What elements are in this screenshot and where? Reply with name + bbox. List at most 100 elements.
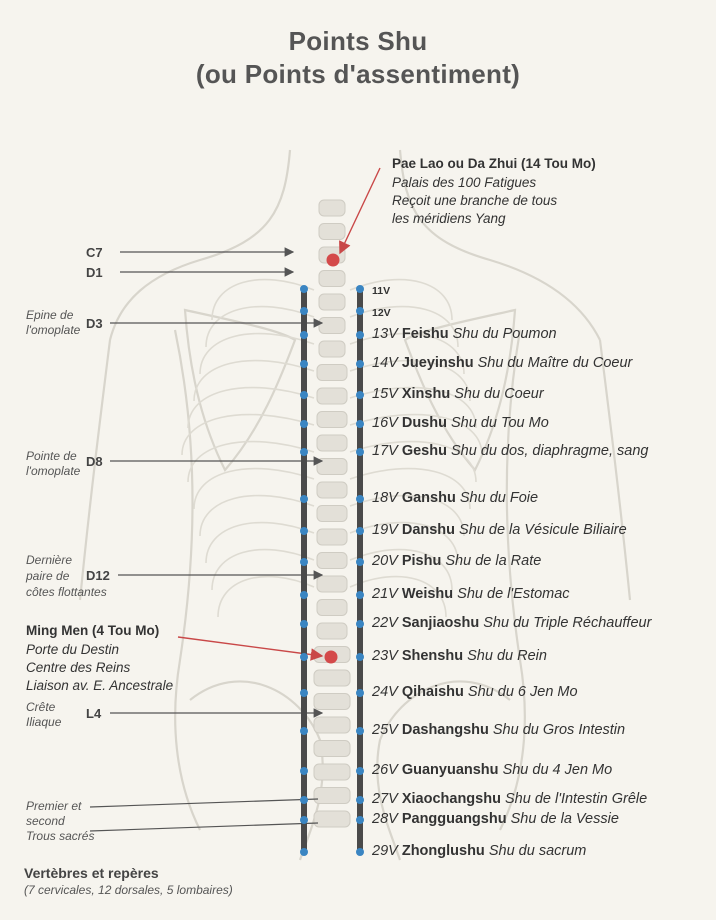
right-point-13V [356, 331, 364, 339]
point-label-14v: 14V Jueyinshu Shu du Maître du Coeur [372, 355, 632, 371]
right-point-17V [356, 448, 364, 456]
ming-men-point [324, 650, 338, 664]
vertebra-shape [316, 364, 348, 381]
left-point-22V [300, 620, 308, 628]
point-name: Pishu [401, 553, 442, 569]
ming-men-arrow [177, 636, 324, 661]
right-point-22V [356, 620, 364, 628]
point-shu: Shu du Gros Intestin [492, 722, 626, 738]
right-point-27V [356, 796, 364, 804]
left-point-19V [300, 527, 308, 535]
point-name: Pangguangshu [401, 811, 507, 827]
landmark-derniere-1: Dernière [26, 553, 73, 567]
rib-shape [193, 467, 315, 510]
point-label-26v: 26V Guanyuanshu Shu du 4 Jen Mo [372, 762, 612, 778]
point-shu: Shu du sacrum [488, 843, 587, 859]
point-shu: Shu du Triple Réchauffeur [483, 615, 652, 631]
vertebra-shape [318, 199, 346, 217]
landmark-sacres-1: Premier et [26, 799, 82, 813]
rib-shape [349, 467, 471, 510]
left-point-13V [300, 331, 308, 339]
landmark-crete-2: Iliaque [26, 715, 62, 729]
vertebra-shape [316, 481, 348, 499]
rib-shape [199, 332, 315, 375]
point-name: Geshu [401, 443, 447, 459]
vertebra-shape [318, 223, 346, 240]
point-label-19v: 19V Danshu Shu de la Vésicule Biliaire [372, 522, 627, 538]
da-zhui-heading: Pae Lao ou Da Zhui (14 Tou Mo) [392, 156, 596, 171]
point-shu: Shu de la Vessie [510, 811, 619, 827]
landmark-sacres-3: Trous sacrés [26, 829, 95, 843]
point-num: 21V [372, 586, 398, 602]
rib-shape [349, 548, 453, 591]
sacral-pointer-line-2 [89, 822, 319, 832]
left-point-18V [300, 495, 308, 503]
right-point-18V [356, 495, 364, 503]
point-num: 28V [372, 811, 398, 827]
point-name: Dushu [401, 415, 447, 431]
landmark-epine-2: l'omoplate [26, 323, 81, 337]
left-point-26V [300, 767, 308, 775]
left-point-29V [300, 848, 308, 856]
point-label-20v: 20V Pishu Shu de la Rate [372, 553, 541, 569]
point-label-21v: 21V Weishu Shu de l'Estomac [372, 586, 570, 602]
right-point-23V [356, 653, 364, 661]
footer-subtitle: (7 cervicales, 12 dorsales, 5 lombaires) [24, 883, 233, 897]
vertebra-shape [316, 458, 348, 475]
sacral-pointer-line-1 [89, 798, 319, 808]
right-point-28V [356, 816, 364, 824]
point-num: 24V [372, 684, 398, 700]
point-name: Shenshu [401, 648, 464, 664]
rib-shape [349, 440, 477, 483]
right-point-19V [356, 527, 364, 535]
left-point-14V [300, 360, 308, 368]
point-num: 26V [372, 762, 398, 778]
right-point-16V [356, 420, 364, 428]
point-name: Feishu [401, 326, 449, 342]
right-point-26V [356, 767, 364, 775]
point-shu: Shu du Foie [459, 490, 539, 506]
point-shu: Shu du dos, diaphragme, sang [451, 443, 649, 459]
vertebra-shape [313, 693, 351, 710]
vertebra-shape [316, 434, 348, 452]
point-num: 19V [372, 522, 398, 538]
landmark-crete-1: Crête [26, 700, 56, 714]
vertebra-shape [318, 293, 346, 311]
landmark-derniere-3: côtes flottantes [26, 585, 107, 599]
point-label-17v: 17V Geshu Shu du dos, diaphragme, sang [372, 443, 649, 459]
footer-title: Vertèbres et repères [24, 865, 159, 881]
rib-shape [193, 359, 315, 402]
left-point-17V [300, 448, 308, 456]
vertebra-shape [316, 575, 348, 593]
right-point-29V [356, 848, 364, 856]
vertebra-shape [316, 505, 348, 522]
da-zhui-line-1: Palais des 100 Fatigues [392, 175, 537, 190]
right-point-15V [356, 391, 364, 399]
point-label-24v: 24V Qihaishu Shu du 6 Jen Mo [372, 684, 578, 700]
da-zhui-point [326, 253, 340, 267]
landmark-derniere-2: paire de [26, 569, 70, 583]
rib-shape [349, 521, 459, 564]
point-shu: Shu du Rein [467, 648, 547, 664]
da-zhui-line-3: les méridiens Yang [392, 211, 506, 226]
vertebra-label-c7: C7 [86, 245, 103, 260]
left-point-28V [300, 816, 308, 824]
vertebra-shape [313, 763, 351, 781]
left-point-23V [300, 653, 308, 661]
right-point-12V [356, 307, 364, 315]
point-label-12v: 12V [372, 304, 391, 320]
vertebra-label-d1: D1 [86, 265, 103, 280]
point-label-15v: 15V Xinshu Shu du Coeur [372, 386, 544, 402]
point-label-18v: 18V Ganshu Shu du Foie [372, 490, 538, 506]
point-label-28v: 28V Pangguangshu Shu de la Vessie [372, 811, 619, 827]
point-shu: Shu de la Rate [445, 553, 542, 569]
vertebra-shape [316, 599, 348, 616]
vertebra-shape [313, 787, 351, 804]
point-num: 20V [372, 553, 398, 569]
point-label-25v: 25V Dashangshu Shu du Gros Intestin [372, 722, 625, 738]
left-point-15V [300, 391, 308, 399]
left-point-21V [300, 591, 308, 599]
da-zhui-arrow [339, 167, 381, 255]
